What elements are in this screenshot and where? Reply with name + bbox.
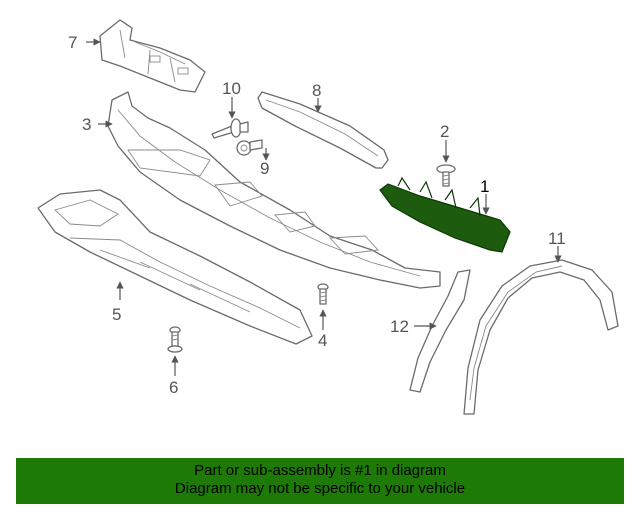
callout-7: 7 (68, 33, 77, 52)
parts-diagram: 7 3 10 8 2 9 1 5 4 6 12 11 (37, 19, 619, 415)
callout-9: 9 (260, 159, 269, 178)
info-banner: Part or sub-assembly is #1 in diagram Di… (16, 458, 624, 504)
part-3-deflector (107, 91, 441, 289)
callout-12: 12 (390, 317, 409, 336)
callout-8: 8 (312, 81, 321, 100)
callout-leaders (86, 38, 562, 376)
part-2-bolt (436, 164, 456, 187)
part-6-screw (167, 326, 183, 353)
part-4-screw (317, 283, 329, 305)
callout-5: 5 (112, 305, 121, 324)
part-8-trim-strip (257, 91, 389, 169)
part-5-skid-plate (37, 189, 313, 345)
part-11-wheel-arch (463, 259, 619, 415)
callout-4: 4 (318, 331, 327, 350)
part-1-bracket-highlighted (379, 176, 511, 253)
banner-line-2: Diagram may not be specific to your vehi… (174, 480, 466, 497)
callout-6: 6 (169, 378, 178, 397)
callout-11: 11 (548, 229, 566, 248)
banner-line-1: Part or sub-assembly is #1 in diagram (194, 462, 446, 479)
callout-2: 2 (440, 122, 449, 141)
callout-10: 10 (222, 79, 241, 98)
part-12-wheel-strip (409, 269, 471, 393)
callout-1: 1 (480, 177, 489, 196)
callout-3: 3 (82, 115, 91, 134)
part-9-clip (236, 139, 263, 156)
part-7-bracket (99, 19, 206, 93)
part-10-push-pin (211, 118, 249, 139)
